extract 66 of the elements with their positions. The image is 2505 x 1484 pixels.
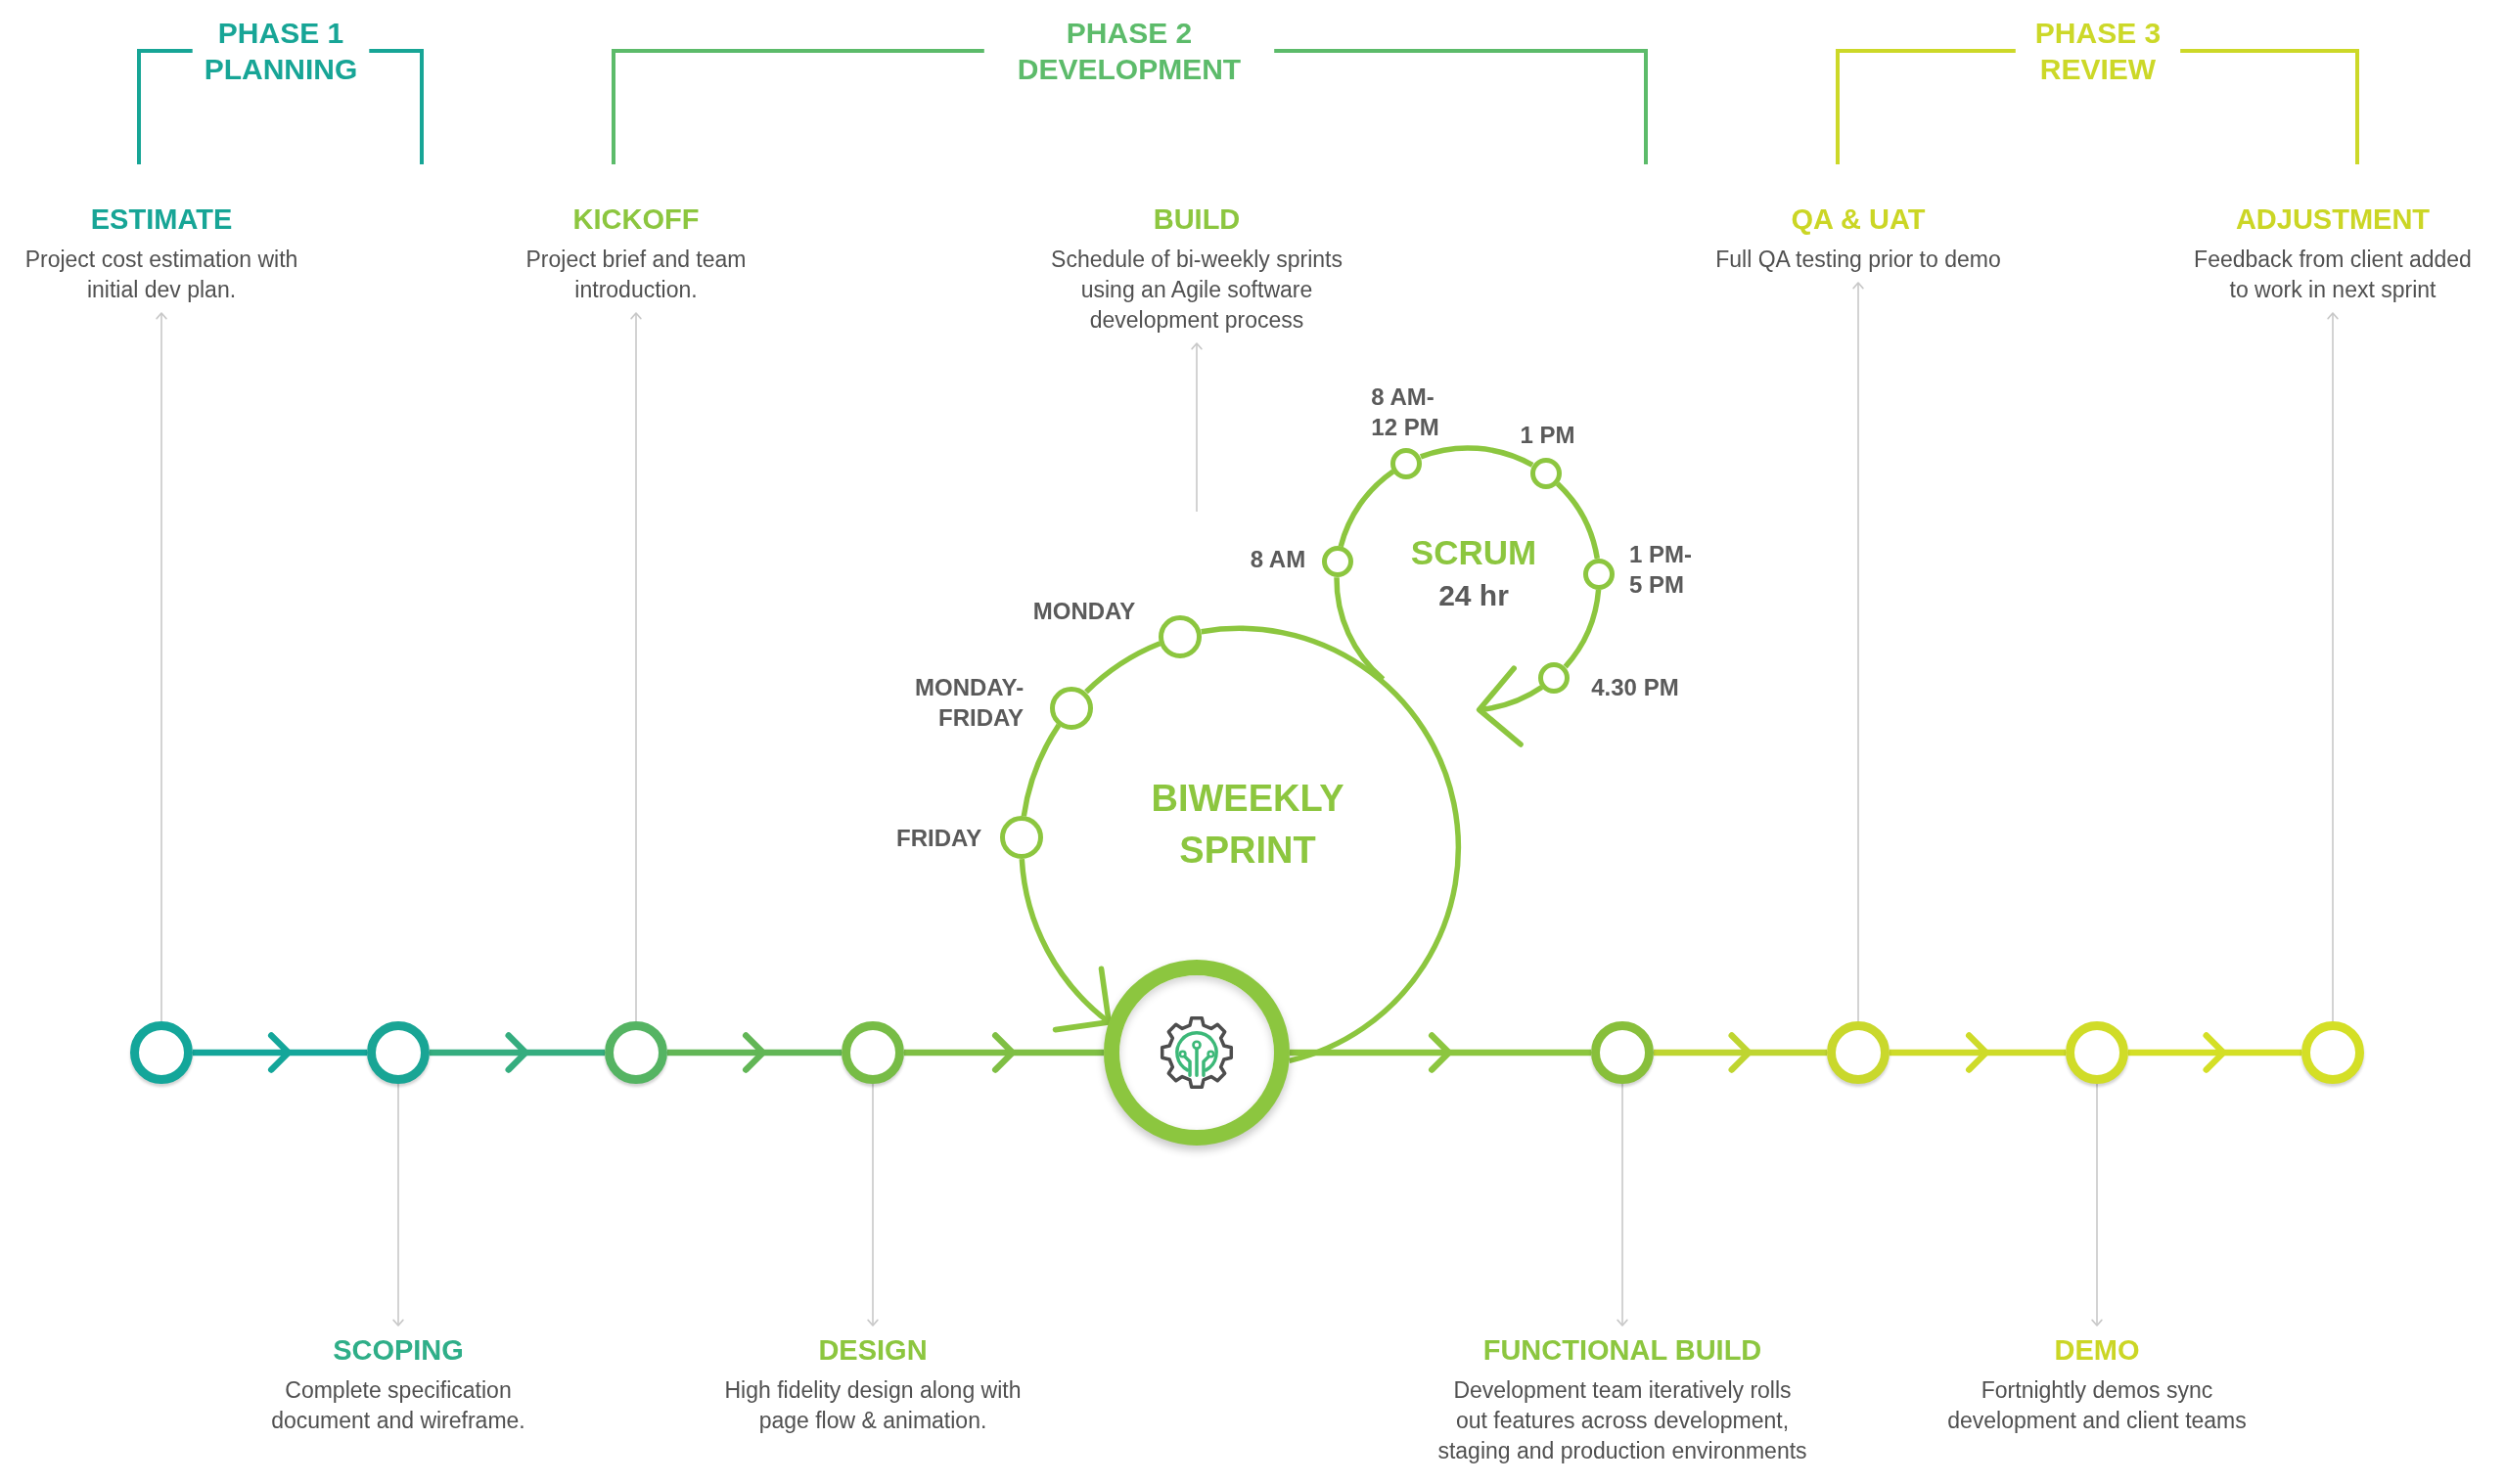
cycle-line [1338, 469, 1395, 548]
step-title: SCOPING [333, 1333, 464, 1367]
day-label: MONDAY [1032, 596, 1136, 626]
phase-heading: PHASE 2 DEVELOPMENT [1016, 16, 1243, 87]
timeline-arrow [1290, 1032, 1591, 1073]
timeline-circle [605, 1021, 667, 1084]
leader-line [2327, 312, 2339, 1022]
step-description: Development team iteratively rolls out features across development, staging and production environments [1436, 1376, 1808, 1465]
time-label: 8 AM [1250, 544, 1306, 574]
step-title: BUILD [1153, 202, 1241, 236]
cycle-line [1563, 589, 1602, 669]
step-title: ADJUSTMENT [2235, 202, 2431, 236]
time-label: 8 AM-12 PM [1371, 382, 1440, 442]
step-description: Complete specification document and wireframe. [270, 1376, 526, 1435]
leader-line [392, 1083, 404, 1327]
timeline-arrow [193, 1032, 367, 1073]
step-title: KICKOFF [572, 202, 700, 236]
time-label: 1 PM-5 PM [1628, 539, 1693, 600]
cycle-line [1555, 481, 1600, 560]
leader-line [1852, 282, 1864, 1022]
step-title: FUNCTIONAL BUILD [1482, 1333, 1762, 1367]
phase-heading: PHASE 1 PLANNING [203, 16, 359, 87]
cycle-line [1420, 445, 1534, 468]
step-description: Feedback from client added to work in next sprint [2193, 246, 2473, 304]
leader-line [1617, 1083, 1628, 1327]
step-title: ESTIMATE [90, 202, 233, 236]
loop-title: BIWEEKLY SPRINT [1150, 777, 1345, 873]
timeline-circle [1827, 1021, 1890, 1084]
step-description: Project cost estimation with initial dev plan. [23, 246, 299, 304]
leader-line [2091, 1083, 2103, 1327]
time-label: 4.30 PM [1591, 672, 1679, 702]
cycle-line [1021, 723, 1062, 817]
cycle-line [1084, 641, 1161, 695]
leader-line [630, 312, 642, 1022]
leader-line [1191, 342, 1203, 513]
time-label: 1 PM [1520, 421, 1575, 451]
step-description: Full QA testing prior to demo [1715, 246, 2001, 274]
step-title: QA & UAT [1791, 202, 1926, 236]
timeline-arrow [430, 1032, 605, 1073]
loop-title: SCRUM [1410, 533, 1537, 572]
timeline-arrow [1890, 1032, 2066, 1073]
timeline-arrow [904, 1032, 1104, 1073]
timeline-arrow [2128, 1032, 2301, 1073]
step-title: DEMO [2054, 1333, 2140, 1367]
timeline-circle [2301, 1021, 2364, 1084]
step-description: Schedule of bi-weekly sprints using an Agile software development process [1050, 246, 1344, 335]
leader-line [867, 1083, 879, 1327]
cycle-line [1201, 625, 1461, 1064]
day-label: MONDAY-FRIDAY [914, 672, 1025, 733]
cycle-arrow [1476, 663, 1543, 744]
timeline-circle [842, 1021, 904, 1084]
day-label: FRIDAY [896, 823, 982, 853]
timeline-circle [2066, 1021, 2128, 1084]
step-title: DESIGN [818, 1333, 928, 1367]
phase-heading: PHASE 3 REVIEW [2033, 16, 2163, 87]
timeline-circle [130, 1021, 193, 1084]
step-description: High fidelity design along with page flow & animation. [723, 1376, 1023, 1435]
step-description: Fortnightly demos sync development and client teams [1946, 1376, 2248, 1435]
timeline-arrow [1654, 1032, 1827, 1073]
duration-label: 24 hr [1438, 578, 1509, 613]
cycle-line [1334, 577, 1386, 682]
timeline-arrow [667, 1032, 842, 1073]
timeline-circle [367, 1021, 430, 1084]
leader-line [156, 312, 167, 1022]
timeline-circle [1591, 1021, 1654, 1084]
step-description: Project brief and team introduction. [524, 246, 748, 304]
